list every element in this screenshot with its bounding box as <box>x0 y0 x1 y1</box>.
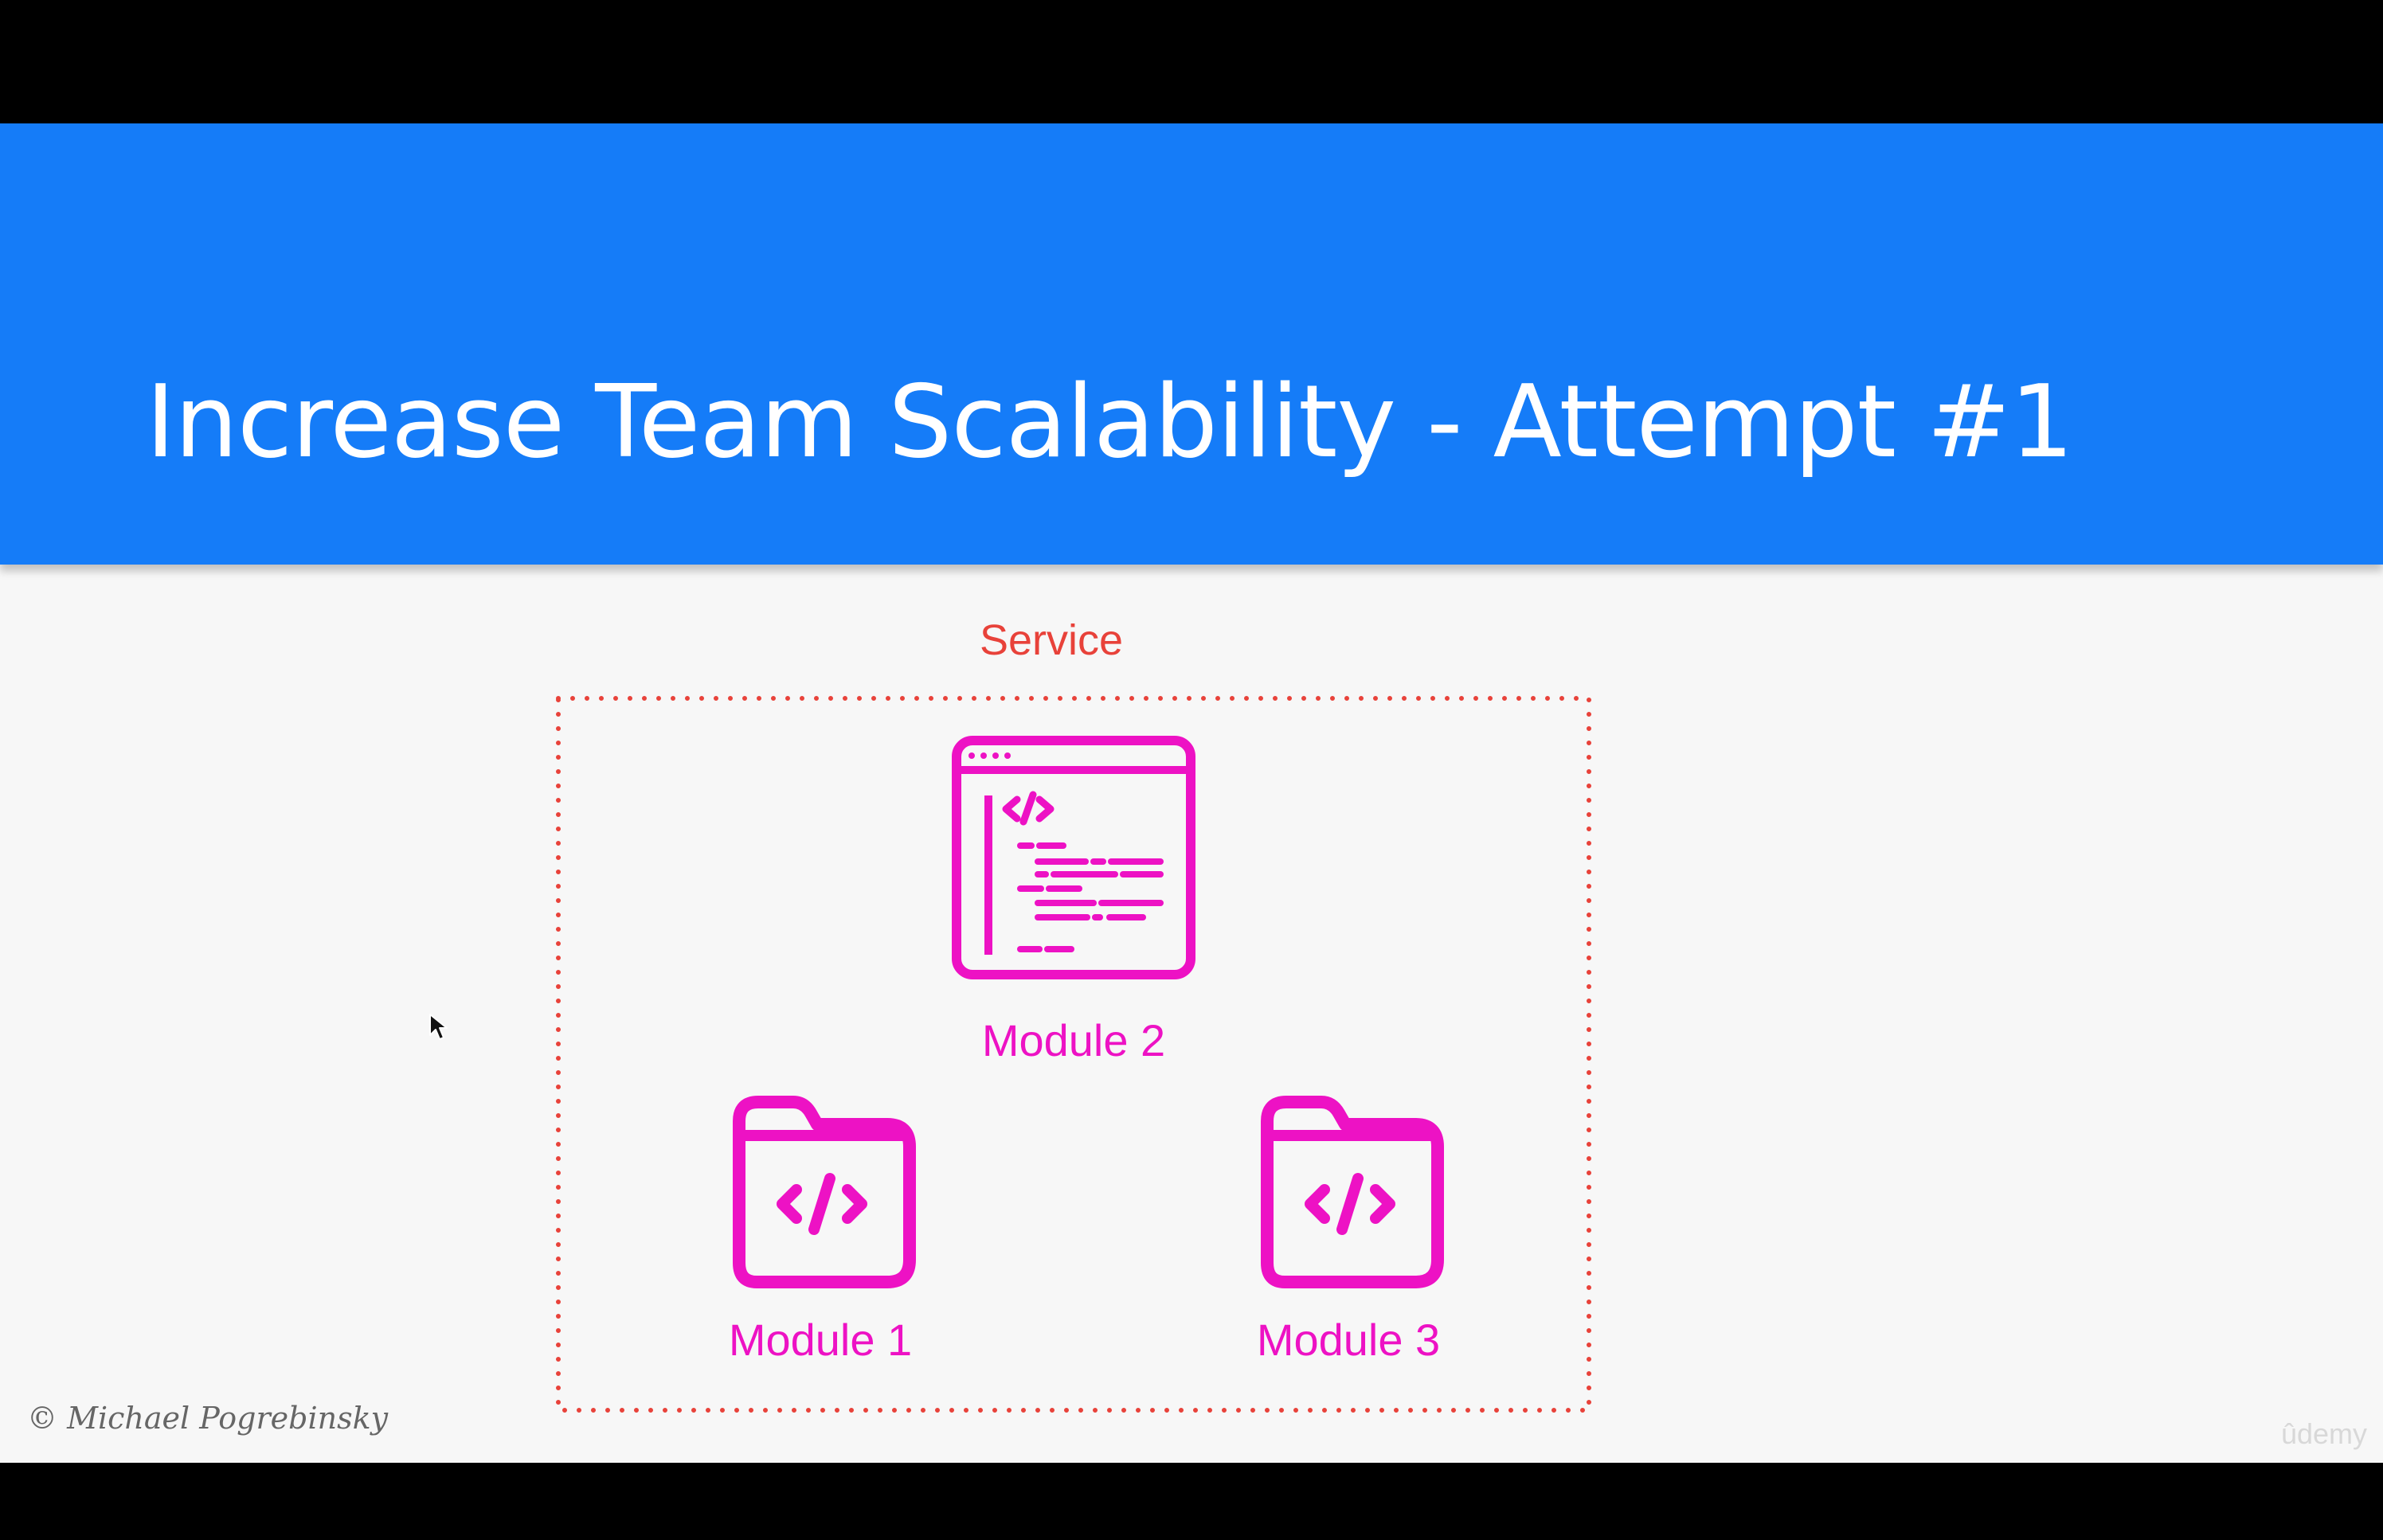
code-window-icon <box>952 736 1195 979</box>
mouse-cursor-icon <box>429 1014 448 1040</box>
udemy-watermark: ûdemy <box>2280 1417 2367 1450</box>
module-3-folder-icon <box>1261 1096 1444 1288</box>
module-3-label: Module 3 <box>1256 1315 1441 1365</box>
module-2-label: Module 2 <box>981 1015 1166 1065</box>
title-bar: Increase Team Scalability - Attempt #1 <box>0 123 2383 565</box>
module-1-folder-icon <box>733 1096 916 1288</box>
slide: Increase Team Scalability - Attempt #1 S… <box>0 123 2383 1463</box>
slide-title: Increase Team Scalability - Attempt #1 <box>146 363 2074 480</box>
module-1-label: Module 1 <box>728 1315 913 1365</box>
copyright-text: © Michael Pogrebinsky <box>27 1401 389 1436</box>
service-label: Service <box>979 616 1124 664</box>
service-boundary <box>556 696 1591 1413</box>
